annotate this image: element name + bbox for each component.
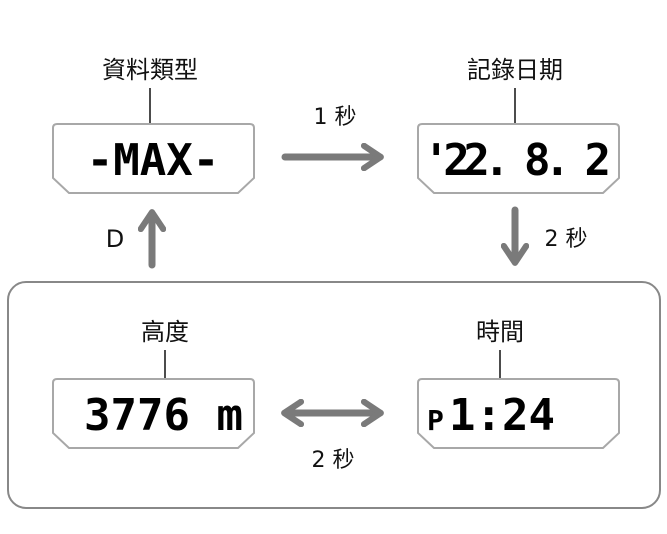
time-label: 時間 bbox=[476, 318, 524, 346]
time-display-text: 1:24 bbox=[449, 390, 555, 441]
transition-1s: 1 秒 bbox=[314, 105, 357, 130]
lcd-altitude bbox=[52, 378, 255, 449]
transition-2s-cycle: 2 秒 bbox=[312, 448, 355, 473]
altitude-label: 高度 bbox=[141, 318, 189, 346]
cycle-frame bbox=[7, 281, 661, 509]
record-date-label: 記錄日期 bbox=[467, 56, 563, 84]
date-display-text: '22. 8. 2 bbox=[423, 135, 611, 186]
max-display-text: -MAX- bbox=[87, 135, 219, 186]
button-d-label: D bbox=[106, 225, 124, 253]
altitude-display-text: 3776 m bbox=[84, 390, 243, 441]
data-type-label: 資料類型 bbox=[102, 56, 198, 84]
lcd-data-type bbox=[52, 123, 255, 194]
lcd-record-date bbox=[417, 123, 620, 194]
transition-2s-down: 2 秒 bbox=[545, 227, 588, 252]
pm-indicator: P bbox=[427, 404, 444, 437]
lcd-time bbox=[417, 378, 620, 449]
